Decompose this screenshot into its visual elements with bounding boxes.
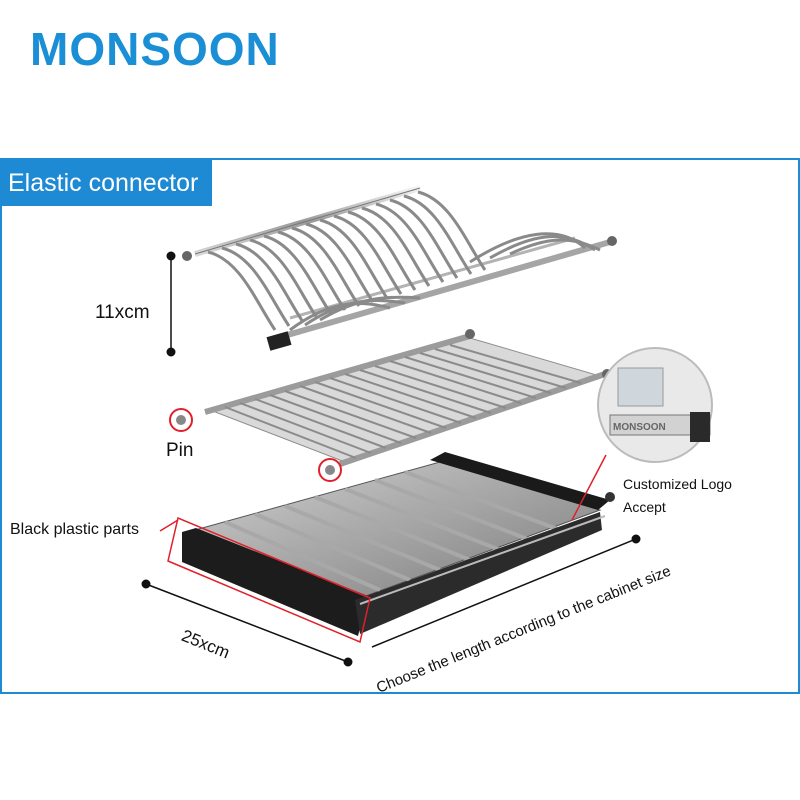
pin-callouts	[169, 408, 342, 482]
drip-tray	[182, 452, 615, 636]
brand-logo: MONSOON	[30, 23, 280, 75]
logo-inset: MONSOON	[571, 347, 713, 521]
plastic-parts-highlight	[167, 516, 371, 644]
pin-label: Pin	[166, 440, 194, 461]
plastic-parts-label: Black plastic parts	[10, 521, 139, 538]
cup-rack	[204, 329, 612, 467]
height-label: 11xcm	[95, 302, 150, 323]
custom-logo-label: Customized Logo	[623, 476, 732, 492]
plate-rack	[182, 185, 617, 351]
section-tag: Elastic connector	[0, 158, 212, 206]
dimension-lines	[141, 251, 641, 667]
content-frame	[0, 158, 800, 694]
custom-logo-accept-label: Accept	[623, 499, 666, 515]
inset-logo-text: MONSOON	[613, 422, 666, 433]
